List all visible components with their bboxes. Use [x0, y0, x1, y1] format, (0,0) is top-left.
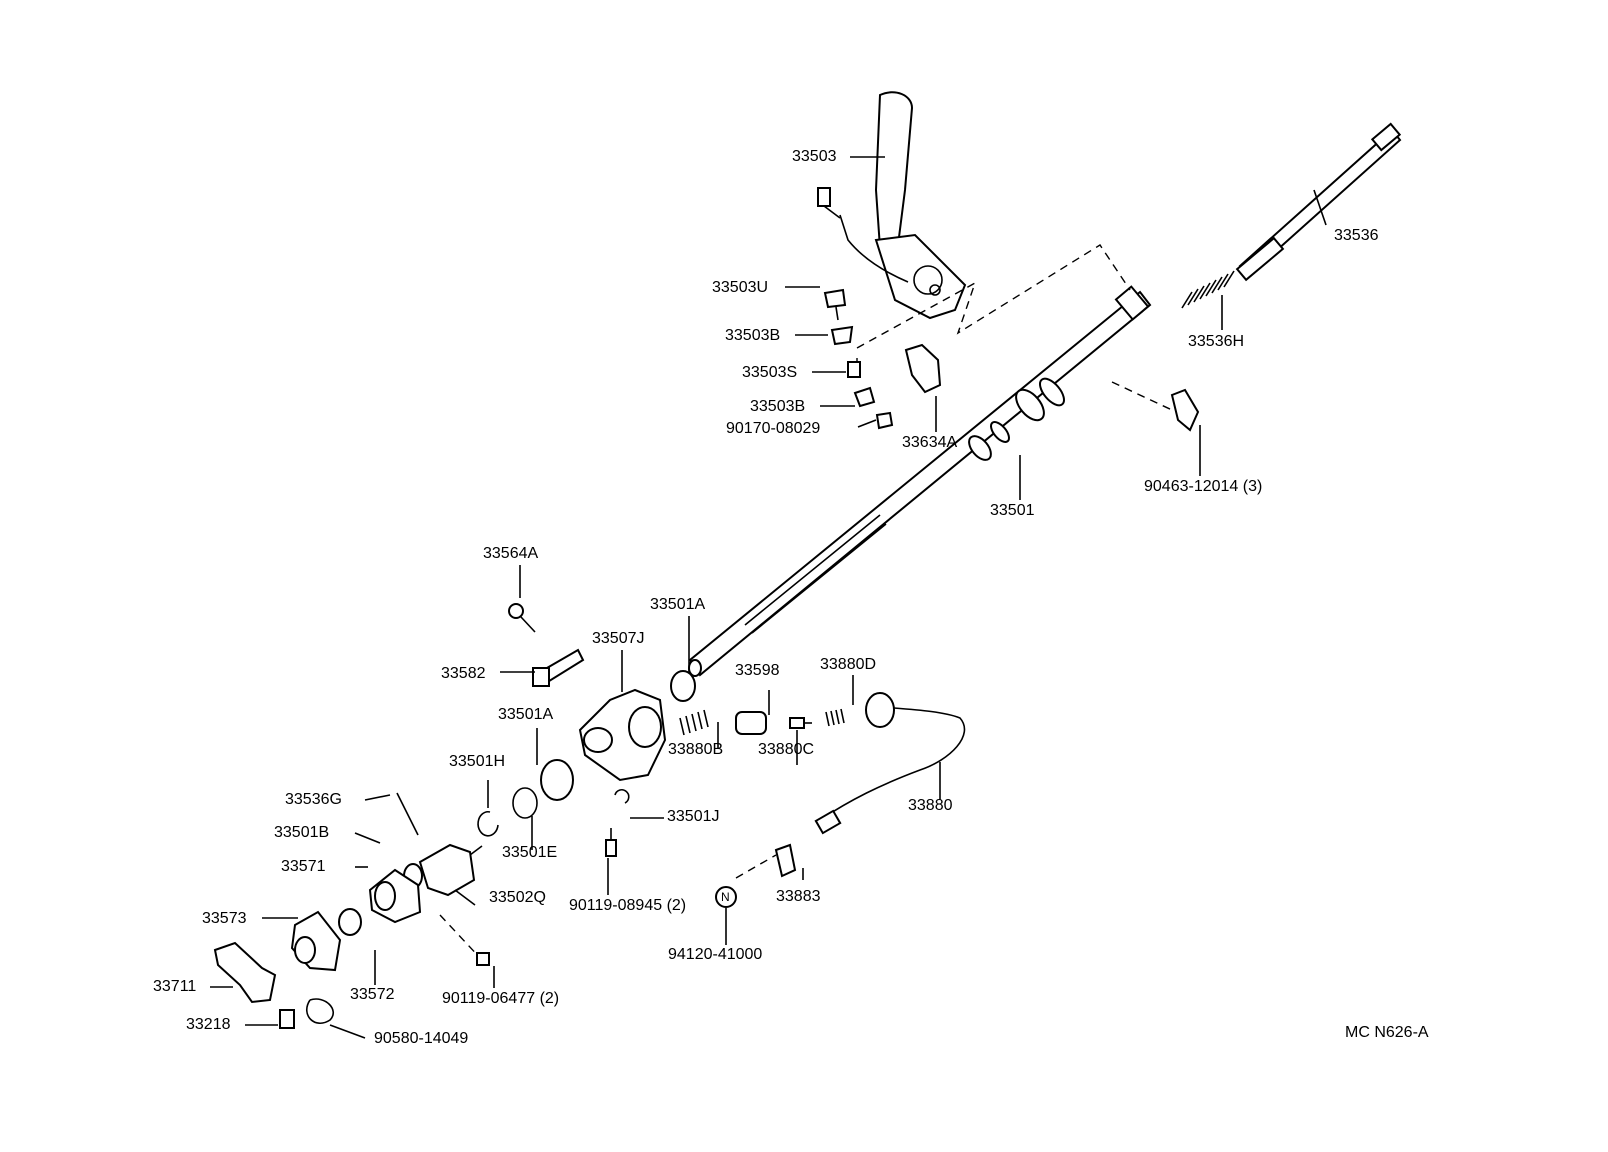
label-33501b: 33501B: [274, 824, 330, 841]
label-33536: 33536: [1334, 227, 1379, 244]
label-33880d: 33880D: [820, 656, 877, 673]
label-33598: 33598: [735, 662, 780, 679]
cable-end-springs: [679, 708, 845, 736]
label-94120-41000: 94120-41000: [668, 946, 763, 963]
label-33501e: 33501E: [502, 844, 558, 861]
label-33501h: 33501H: [449, 753, 506, 770]
shift-housing: [578, 670, 696, 782]
column-bolt: [1170, 388, 1200, 432]
label-33218: 33218: [186, 1016, 231, 1033]
label-33501a-top: 33501A: [650, 596, 706, 613]
shift-cable: [774, 692, 966, 878]
label-33501a-mid: 33501A: [498, 706, 554, 723]
lever-small-parts: [823, 288, 942, 430]
label-33501j: 33501J: [667, 808, 720, 825]
label-90119-08945: 90119-08945 (2): [569, 897, 687, 914]
drawing-code: MC N626-A: [1345, 1024, 1429, 1041]
label-90580-14049: 90580-14049: [374, 1030, 469, 1047]
label-33571: 33571: [281, 858, 326, 875]
housing-pins: [508, 603, 585, 687]
label-33573: 33573: [202, 910, 247, 927]
label-90119-06477: 90119-06477 (2): [442, 990, 560, 1007]
label-90463-12014: 90463-12014 (3): [1144, 478, 1263, 495]
label-33880: 33880: [908, 797, 953, 814]
rod-spring: [1181, 270, 1235, 309]
lower-cluster-parts: [213, 759, 630, 1029]
label-33502q: 33502Q: [489, 889, 546, 906]
label-33536h: 33536H: [1188, 333, 1245, 350]
label-33503b-bot: 33503B: [750, 398, 806, 415]
label-33711: 33711: [153, 978, 197, 995]
label-33582: 33582: [441, 665, 486, 682]
label-33507j: 33507J: [592, 630, 645, 647]
nut-marker-circle: [715, 886, 737, 908]
label-33564a: 33564A: [483, 545, 539, 562]
label-33503s: 33503S: [742, 364, 798, 381]
lever-to-column-guide: [856, 244, 1131, 349]
label-33536g: 33536G: [285, 791, 342, 808]
control-rod: [1235, 122, 1402, 282]
label-33503b-top: 33503B: [725, 327, 781, 344]
label-33634a: 33634A: [902, 434, 958, 451]
label-90170-08029: 90170-08029: [726, 420, 821, 437]
label-33880b: 33880B: [668, 741, 724, 758]
shift-column-tube: [688, 285, 1152, 677]
label-33880c: 33880C: [758, 741, 815, 758]
label-33503: 33503: [792, 148, 837, 165]
label-33503u: 33503U: [712, 279, 769, 296]
label-33501: 33501: [990, 502, 1035, 519]
shift-lever: [817, 91, 967, 320]
leader-lines: [210, 156, 1327, 1039]
label-33572: 33572: [350, 986, 395, 1003]
nut-marker-letter: N: [721, 890, 730, 904]
label-33883: 33883: [776, 888, 821, 905]
